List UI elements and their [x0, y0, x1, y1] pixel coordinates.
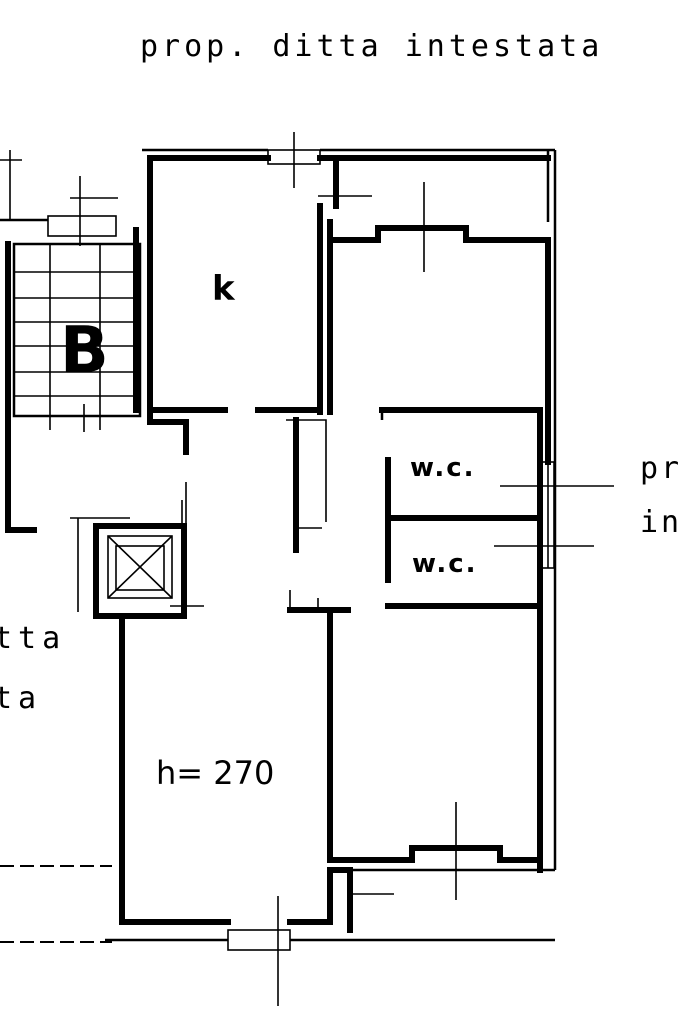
owner-label: prop. ditta intestata [140, 29, 603, 64]
ceiling-height-label: h= 270 [156, 754, 274, 792]
room-label-wc-upper: w.c. [410, 453, 476, 483]
left-owner-label-line1: tta [0, 621, 66, 656]
left-owner-label-line2: ta [0, 681, 42, 716]
room-label-kitchen: k [212, 269, 236, 309]
window-symbols [83, 132, 614, 1006]
walls [0, 148, 557, 943]
right-owner-label-line2: in [640, 505, 682, 540]
room-label-stair: B [60, 314, 109, 388]
right-owner-label-line1: pr [640, 451, 682, 486]
room-label-wc-lower: w.c. [412, 549, 478, 579]
